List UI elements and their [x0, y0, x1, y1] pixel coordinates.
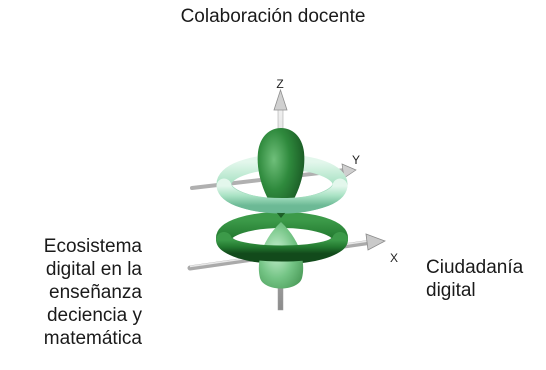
left-label-digital-ecosystem: Ecosistema digital en la enseñanza decie…	[43, 236, 142, 349]
y-axis-label: Y	[352, 153, 360, 167]
lower-torus-front	[216, 232, 348, 262]
upper-lobe	[257, 128, 305, 218]
z-axis-label: Z	[276, 77, 283, 91]
x-axis-arrowhead	[365, 233, 386, 251]
top-label-teacher-collaboration: Colaboración docente	[180, 6, 366, 27]
x-axis-label: X	[390, 251, 398, 265]
upper-torus-front	[216, 178, 348, 213]
right-label-digital-citizenship: Ciudadanía digital	[426, 257, 524, 301]
y-axis-arrowhead	[341, 163, 357, 179]
z-axis-arrowhead	[273, 88, 288, 111]
